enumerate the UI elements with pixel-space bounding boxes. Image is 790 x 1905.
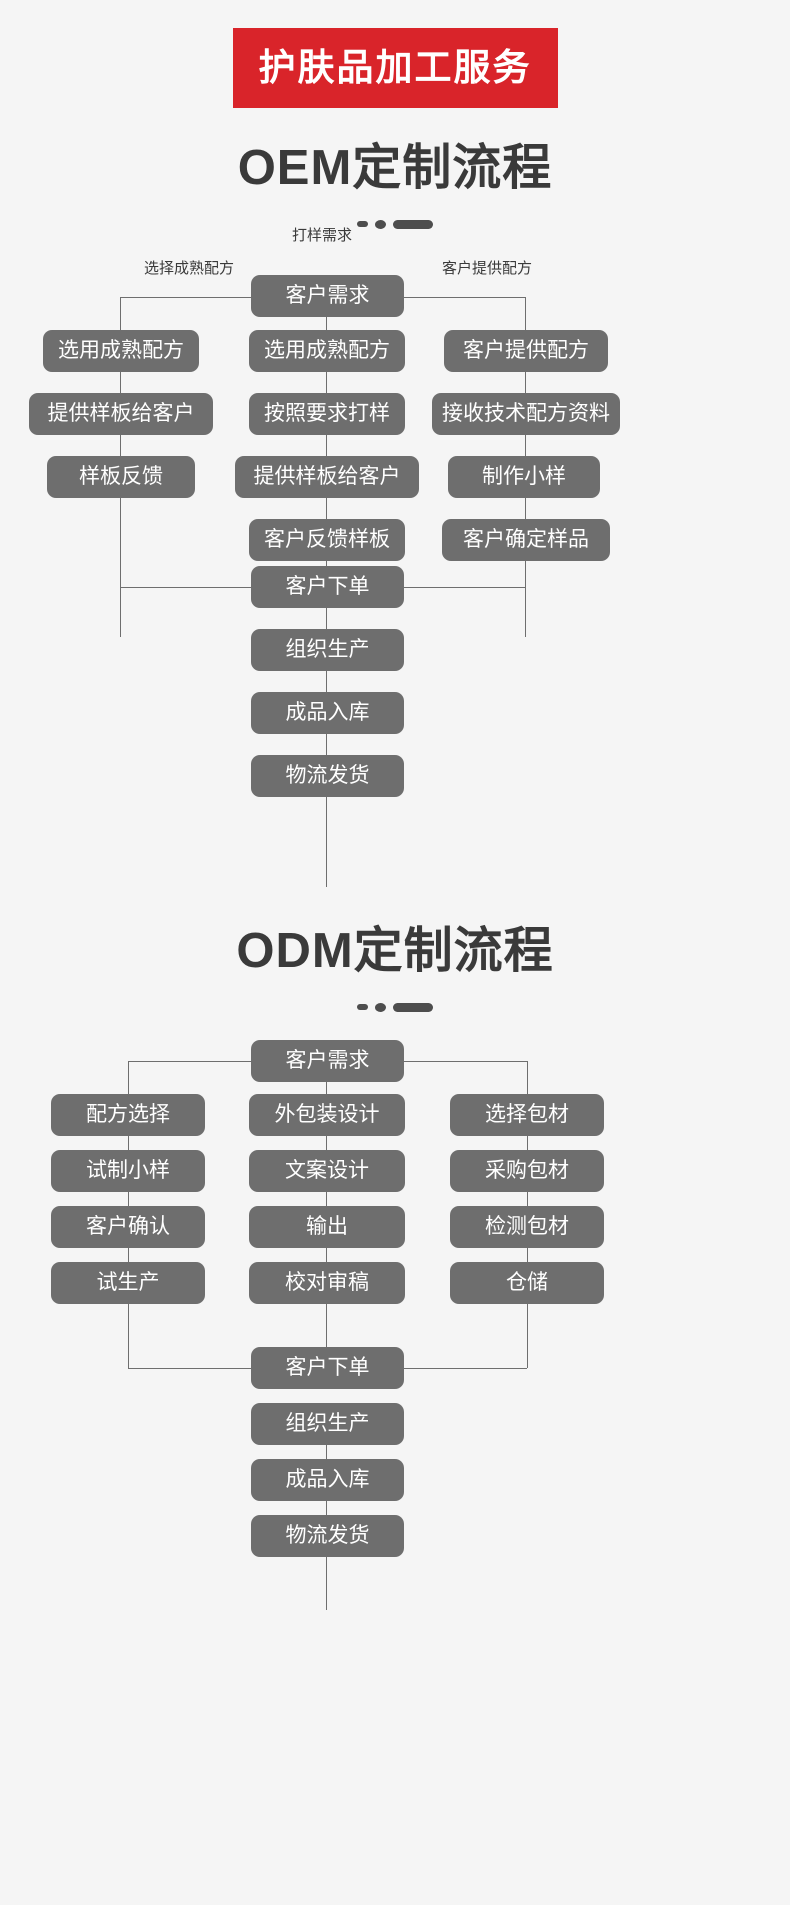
odm-middle-node-3[interactable]: 校对审稿 bbox=[249, 1261, 405, 1304]
deco-large-dash-icon bbox=[393, 1002, 433, 1012]
deco-large-dash-icon bbox=[393, 219, 433, 229]
oem-split-line-left bbox=[120, 296, 252, 298]
oem-tail-node-0[interactable]: 客户下单 bbox=[251, 565, 404, 608]
oem-right-node-3[interactable]: 客户确定样品 bbox=[442, 518, 610, 561]
odm-middle-node-1[interactable]: 文案设计 bbox=[249, 1149, 405, 1192]
odm-title-decoration bbox=[0, 1002, 790, 1012]
oem-middle-node-0[interactable]: 选用成熟配方 bbox=[249, 329, 405, 372]
deco-small-dash-icon bbox=[357, 221, 368, 228]
deco-dot-icon bbox=[375, 1002, 386, 1012]
oem-section-title: OEM定制流程 bbox=[237, 141, 553, 195]
oem-tail-node-3[interactable]: 物流发货 bbox=[251, 754, 404, 797]
oem-flowchart: 选择成熟配方 打样需求 客户提供配方 客户需求 选用成熟配方 提供样板给客户 样… bbox=[0, 228, 790, 887]
banner-container: 护肤品加工服务 bbox=[0, 0, 790, 108]
odm-right-node-2[interactable]: 检测包材 bbox=[450, 1205, 604, 1248]
oem-left-node-0[interactable]: 选用成熟配方 bbox=[43, 329, 199, 372]
oem-split-line-right bbox=[403, 296, 525, 298]
oem-label-left: 选择成熟配方 bbox=[144, 259, 235, 277]
oem-left-node-2[interactable]: 样板反馈 bbox=[47, 455, 195, 498]
oem-middle-node-1[interactable]: 按照要求打样 bbox=[249, 392, 405, 435]
odm-middle-node-0[interactable]: 外包装设计 bbox=[249, 1093, 405, 1136]
odm-tail-node-0[interactable]: 客户下单 bbox=[251, 1346, 404, 1389]
oem-left-node-1[interactable]: 提供样板给客户 bbox=[29, 392, 213, 435]
odm-right-node-0[interactable]: 选择包材 bbox=[450, 1093, 604, 1136]
odm-tail-spine bbox=[326, 1409, 327, 1610]
deco-dot-icon bbox=[375, 219, 386, 229]
oem-merge-line-right bbox=[403, 586, 525, 588]
oem-merge-line-left bbox=[120, 586, 252, 588]
odm-middle-node-2[interactable]: 输出 bbox=[249, 1205, 405, 1248]
oem-label-top: 打样需求 bbox=[292, 226, 353, 244]
odm-section-title: ODM定制流程 bbox=[236, 923, 554, 978]
deco-small-dash-icon bbox=[357, 1004, 368, 1011]
odm-left-node-1[interactable]: 试制小样 bbox=[51, 1149, 205, 1192]
oem-drop-left bbox=[120, 296, 121, 327]
odm-merge-line-left bbox=[128, 1367, 252, 1369]
odm-left-node-3[interactable]: 试生产 bbox=[51, 1261, 205, 1304]
oem-label-right: 客户提供配方 bbox=[442, 259, 533, 277]
odm-flowchart: 客户需求 配方选择 试制小样 客户确认 试生产 外包装设计 文案设计 输出 校对… bbox=[0, 1039, 790, 1610]
odm-tail-node-2[interactable]: 成品入库 bbox=[251, 1458, 404, 1501]
oem-tail-node-1[interactable]: 组织生产 bbox=[251, 628, 404, 671]
oem-middle-node-2[interactable]: 提供样板给客户 bbox=[235, 455, 419, 498]
odm-split-line-left bbox=[128, 1060, 252, 1062]
odm-left-node-2[interactable]: 客户确认 bbox=[51, 1205, 205, 1248]
oem-tail-node-2[interactable]: 成品入库 bbox=[251, 691, 404, 734]
odm-node-start[interactable]: 客户需求 bbox=[251, 1039, 404, 1082]
oem-right-node-2[interactable]: 制作小样 bbox=[448, 455, 600, 498]
odm-tail-node-1[interactable]: 组织生产 bbox=[251, 1402, 404, 1445]
odm-right-node-3[interactable]: 仓储 bbox=[450, 1261, 604, 1304]
odm-left-node-0[interactable]: 配方选择 bbox=[51, 1093, 205, 1136]
odm-merge-line-right bbox=[403, 1367, 527, 1369]
oem-middle-node-3[interactable]: 客户反馈样板 bbox=[249, 518, 405, 561]
oem-node-start[interactable]: 客户需求 bbox=[251, 274, 404, 317]
oem-right-node-1[interactable]: 接收技术配方资料 bbox=[432, 392, 620, 435]
oem-drop-right bbox=[525, 296, 526, 327]
service-banner: 护肤品加工服务 bbox=[232, 28, 558, 108]
odm-tail-node-3[interactable]: 物流发货 bbox=[251, 1514, 404, 1557]
odm-right-node-1[interactable]: 采购包材 bbox=[450, 1149, 604, 1192]
odm-split-line-right bbox=[403, 1060, 527, 1062]
oem-title-decoration bbox=[0, 219, 790, 229]
oem-right-node-0[interactable]: 客户提供配方 bbox=[444, 329, 608, 372]
